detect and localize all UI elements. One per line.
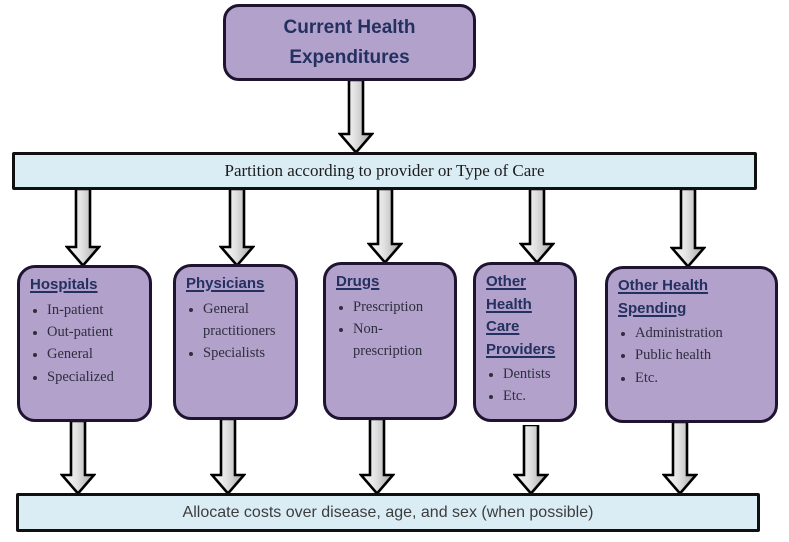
- allocate-bar-label: Allocate costs over disease, age, and se…: [182, 503, 594, 521]
- bullet-item: Public health: [635, 344, 769, 366]
- category-item-list: AdministrationPublic healthEtc.: [618, 322, 769, 389]
- bullet-item: General: [47, 343, 143, 365]
- category-title: Other Health Spending: [618, 277, 709, 317]
- category-box-physicians: Physicians General practitionersSpeciali…: [173, 264, 298, 420]
- down-arrow-icon: [367, 189, 403, 264]
- bullet-item: Etc.: [635, 367, 769, 389]
- bullet-item: Specialists: [203, 342, 289, 364]
- bullet-item: Dentists: [503, 363, 568, 385]
- bullet-item: Prescription: [353, 296, 448, 318]
- bullet-item: In-patient: [47, 299, 143, 321]
- category-item-list: General practitionersSpecialists: [186, 298, 289, 365]
- down-arrow-icon: [662, 422, 698, 495]
- down-arrow-icon: [670, 189, 706, 268]
- current-health-expenditures-box: Current Health Expenditures: [223, 4, 476, 81]
- bullet-item: Administration: [635, 322, 769, 344]
- bullet-item: General practitioners: [203, 298, 289, 343]
- category-title: Hospitals: [30, 276, 98, 293]
- bullet-item: Non-prescription: [353, 318, 448, 363]
- category-title: Other Health Care Providers: [486, 273, 556, 358]
- category-box-other-health-spending: Other Health Spending AdministrationPubl…: [605, 266, 778, 423]
- partition-bar: Partition according to provider or Type …: [12, 152, 757, 190]
- down-arrow-icon: [359, 419, 395, 495]
- bullet-item: Specialized: [47, 366, 143, 388]
- allocate-bar: Allocate costs over disease, age, and se…: [16, 493, 760, 532]
- down-arrow-icon: [65, 189, 101, 267]
- down-arrow-icon: [338, 80, 374, 154]
- category-item-list: PrescriptionNon-prescription: [336, 296, 448, 363]
- category-box-drugs: Drugs PrescriptionNon-prescription: [323, 262, 457, 420]
- category-item-list: DentistsEtc.: [486, 363, 568, 408]
- root-label: Current Health Expenditures: [283, 17, 416, 68]
- category-item-list: In-patientOut-patientGeneralSpecialized: [30, 299, 143, 389]
- category-box-other-health-care-providers: Other Health Care Providers DentistsEtc.: [473, 262, 577, 422]
- down-arrow-icon: [519, 189, 555, 264]
- down-arrow-icon: [219, 189, 255, 267]
- category-box-hospitals: Hospitals In-patientOut-patientGeneralSp…: [17, 265, 152, 422]
- category-title: Physicians: [186, 275, 265, 292]
- down-arrow-icon: [210, 419, 246, 495]
- down-arrow-icon: [60, 421, 96, 495]
- category-title: Drugs: [336, 273, 380, 290]
- partition-bar-label: Partition according to provider or Type …: [224, 161, 545, 180]
- bullet-item: Etc.: [503, 385, 568, 407]
- down-arrow-icon: [513, 425, 549, 495]
- bullet-item: Out-patient: [47, 321, 143, 343]
